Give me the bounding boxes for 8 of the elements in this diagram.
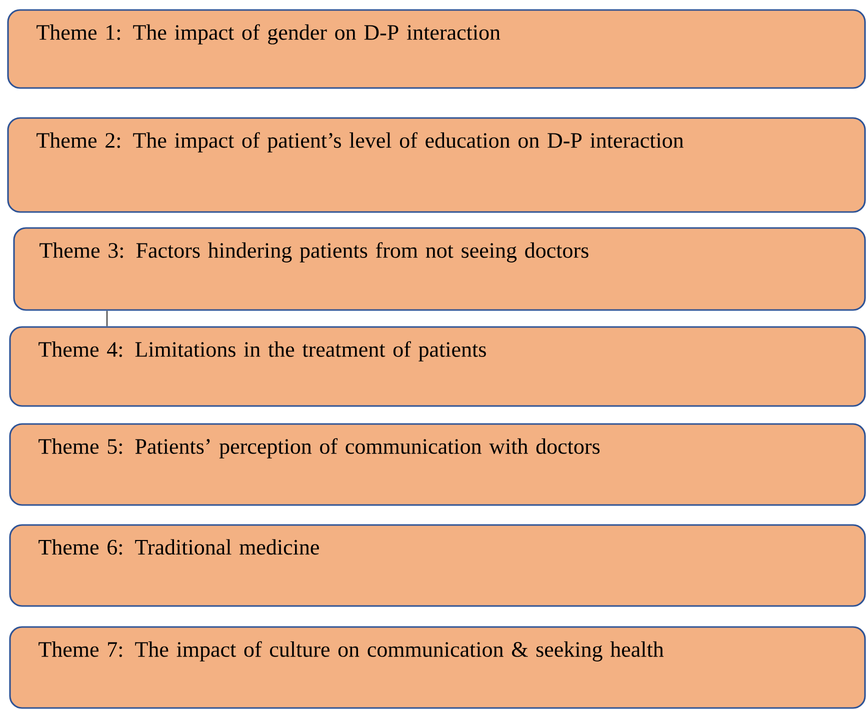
connector-line [106,310,108,326]
theme-box: Theme 6: Traditional medicine [9,524,866,607]
theme-box: Theme 3: Factors hindering patients from not seeing doctors [13,227,866,311]
theme-box: Theme 1: The impact of gender on D-P interaction [7,9,866,89]
theme-box: Theme 5: Patients’ perception of communication with doctors [9,423,866,506]
theme-box: Theme 4: Limitations in the treatment of patients [9,326,866,407]
theme-box: Theme 7: The impact of culture on communication & seeking health [9,626,866,709]
theme-box: Theme 2: The impact of patient’s level of education on D-P interaction [7,117,866,213]
